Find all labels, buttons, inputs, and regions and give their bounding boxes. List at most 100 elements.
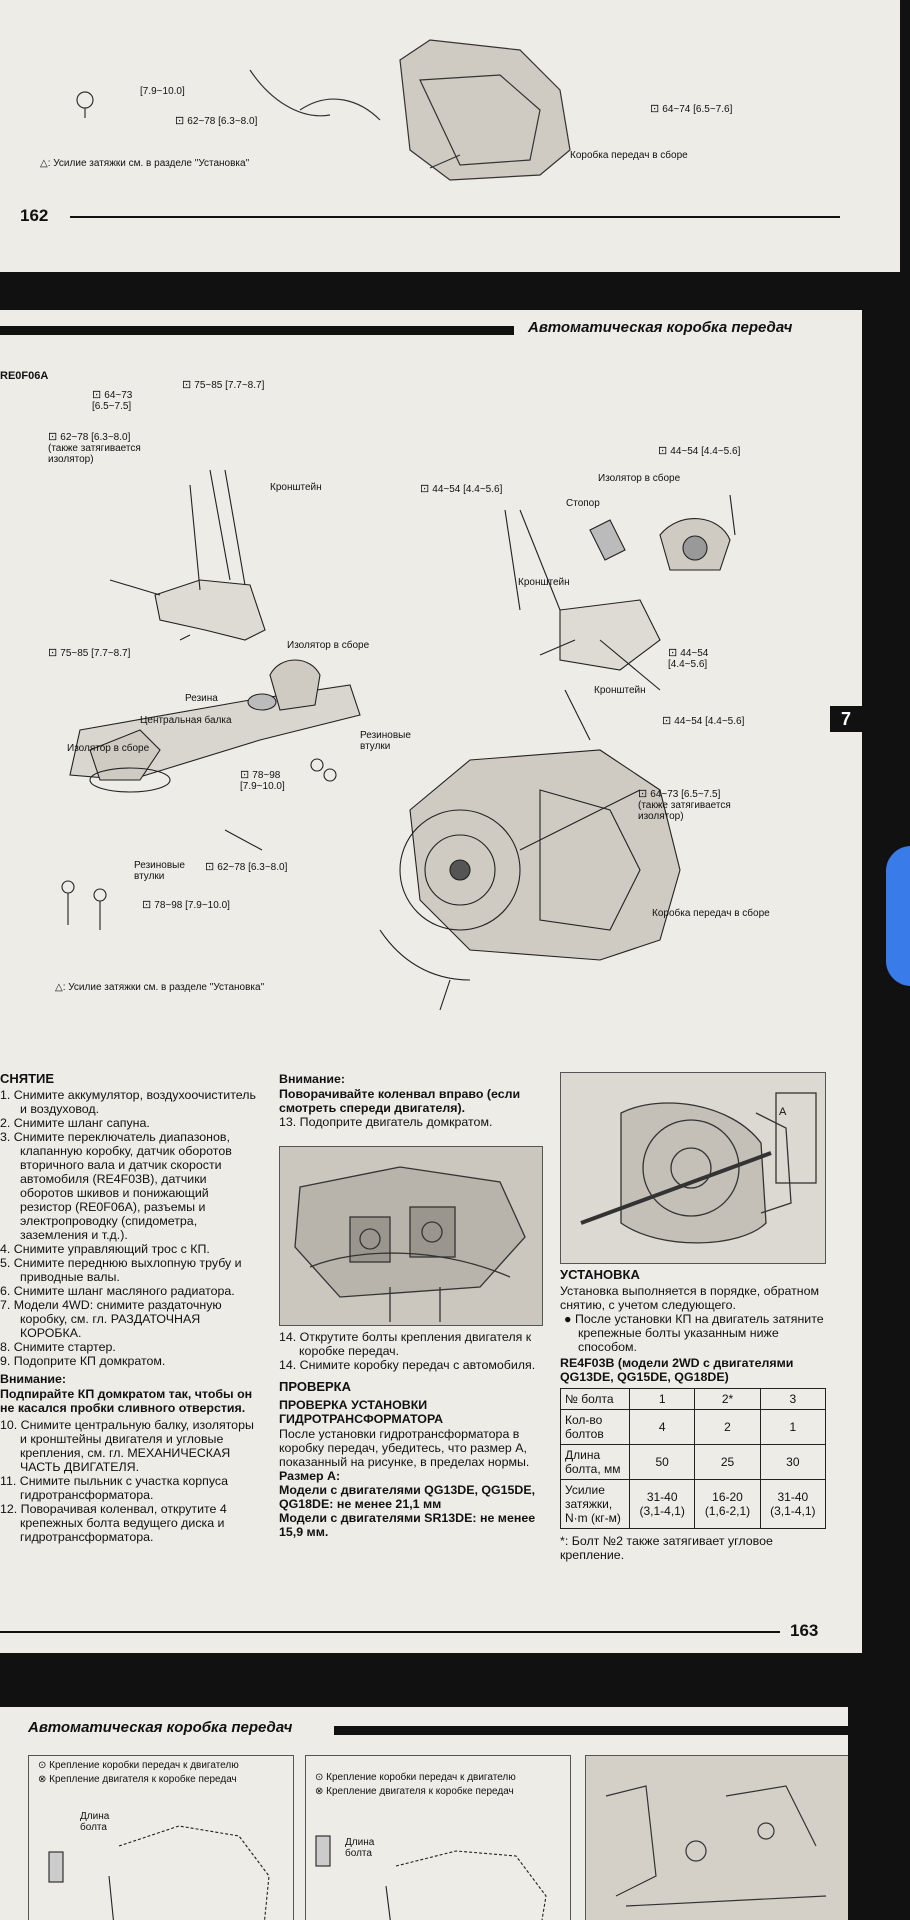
warning-title: Внимание: [279,1072,346,1086]
table-cell: Усилие затяжки, N·m (кг-м) [560,1479,630,1529]
table-footnote: *: Болт №2 также затягивает угловое креп… [560,1534,773,1562]
torque-label: 62~78 [6.3~8.0] (также затягивается изол… [48,432,141,465]
list-item: 6. Снимите шланг масляного радиатора. [0,1284,235,1298]
legend-line: ⊗ Крепление двигателя к коробке передач [315,1786,514,1797]
list-item: 12. Поворачивая коленвал, открутите 4 кр… [0,1502,227,1544]
table-cell: 2* [694,1388,761,1410]
table-row: Кол-во болтов 4 2 1 [560,1409,827,1445]
part-label: Центральная балка [140,715,232,726]
legend-line: ⊙ Крепление коробки передач к двигателю [315,1772,516,1783]
engine-photo [279,1146,543,1326]
part-label: Стопор [566,498,600,509]
page-header: Автоматическая коробка передач [28,1719,293,1736]
removal-title: СНЯТИЕ [0,1071,55,1086]
table-cell: 31-40 (3,1-4,1) [628,1479,696,1529]
warning-title: Внимание: [0,1372,67,1386]
list-item: 14. Снимите коробку передач с автомобиля… [279,1358,536,1372]
size-title: Размер А: [279,1469,341,1483]
bolt-length-label: Длина болта [80,1811,110,1833]
list-item: 3. Снимите переключатель диапазонов, кла… [0,1130,232,1242]
table-cell: 16-20 (1,6-2,1) [694,1479,761,1529]
header-bar [334,1726,848,1735]
warning-text: Поворачивайте коленвал вправо (если смот… [279,1087,521,1115]
torque-label: 62~78 [6.3~8.0] [205,862,287,873]
bolt-diagram-2 [305,1755,571,1920]
transmission-photo [585,1755,848,1920]
page-number: 163 [790,1621,819,1640]
table-cell: 25 [694,1444,761,1480]
list-item: 10. Снимите центральную балку, изоляторы… [0,1418,254,1474]
list-item: 1. Снимите аккумулятор, воздухоочистител… [0,1088,256,1116]
bolt-diagram-1 [28,1755,294,1920]
bolt-length-label: Длина болта [345,1837,375,1859]
install-column: УСТАНОВКА Установка выполняется в порядк… [560,1267,827,1562]
torque-label: 75~85 [7.7~8.7] [182,380,264,391]
bolt-diagram-2-image [315,1835,547,1920]
torque-label: 44~54 [4.4~5.6] [420,484,502,495]
size-text: Модели с двигателями SR13DE: не менее 15… [279,1511,536,1539]
check-column: Внимание: Поворачивайте коленвал вправо … [279,1072,543,1129]
table-row: Длина болта, мм 50 25 30 [560,1444,827,1480]
part-label: Изолятор в сборе [67,743,150,754]
bolt-table: № болта 1 2* 3 Кол-во болтов 4 2 1 Длина… [560,1388,827,1529]
engine-photo-image [280,1147,542,1325]
list-item: 11. Снимите пыльник с участка корпуса ги… [0,1474,228,1502]
list-item: 9. Подоприте КП домкратом. [0,1354,166,1368]
list-item: 7. Модели 4WD: снимите раздаточную короб… [0,1298,222,1340]
list-item: 8. Снимите стартер. [0,1340,116,1354]
page-164: Автоматическая коробка передач ⊙ Креплен… [0,1707,848,1920]
table-cell: 1 [759,1409,827,1445]
install-text: Установка выполняется в порядке, обратно… [560,1284,820,1312]
transmission-diagram-top [76,39,571,181]
install-title: УСТАНОВКА [560,1267,640,1282]
check-column-2: 14. Открутите болты крепления двигателя … [279,1330,543,1539]
torque-label: [7.9~10.0] [140,86,185,97]
table-cell: 30 [759,1444,827,1480]
torque-label: 44~54 [4.4~5.6] [662,716,744,727]
part-label: Резиновые втулки [134,860,185,882]
part-label: Коробка передач в сборе [570,150,688,161]
part-label: Резиновые втулки [360,730,411,752]
converter-photo: A [560,1072,826,1264]
page-number: 162 [20,206,49,225]
torque-note: △: Усилие затяжки см. в разделе "Установ… [55,982,265,993]
bullet-text: После установки КП на двигатель затяните… [574,1312,824,1354]
torque-label: 62~78 [6.3~8.0] [175,116,257,127]
side-scroll-button[interactable] [886,846,910,986]
transmission-photo-image [586,1756,848,1920]
chapter-tab: 7 [830,706,862,732]
torque-label: 75~85 [7.7~8.7] [48,648,130,659]
torque-label: 78~98 [7.9~10.0] [142,900,230,911]
torque-label: 64~74 [6.5~7.6] [650,104,732,115]
legend-line: ⊗ Крепление двигателя к коробке передач [38,1774,237,1785]
check-subtitle: ПРОВЕРКА УСТАНОВКИ ГИДРОТРАНСФОРМАТОРА [279,1398,444,1426]
table-cell: 31-40 (3,1-4,1) [759,1479,827,1529]
section-subtitle: RE0F06A [0,370,49,382]
check-text: После установки гидротрансформатора в ко… [279,1427,530,1469]
svg-text:A: A [779,1106,787,1118]
list-item: 2. Снимите шланг сапуна. [0,1116,150,1130]
footer-rule [0,1631,780,1633]
part-label: Коробка передач в сборе [652,908,770,919]
removal-steps: 1. Снимите аккумулятор, воздухоочистител… [0,1088,262,1368]
torque-label: 64~73 [6.5~7.5] [92,390,132,412]
page-163: Автоматическая коробка передач RE0F06A [0,310,862,1653]
footer-rule [70,216,840,218]
bolt-diagram-1-image [48,1825,270,1920]
torque-label: 78~98 [7.9~10.0] [240,770,285,792]
table-cell: 1 [628,1388,696,1410]
mounting-diagram [61,469,736,1011]
check-title: ПРОВЕРКА [279,1379,352,1394]
step-text: 13. Подоприте двигатель домкратом. [279,1115,493,1129]
converter-photo-image: A [561,1073,825,1263]
part-label: Резина [185,693,218,704]
table-cell: 4 [628,1409,696,1445]
part-label: Кронштейн [518,577,570,588]
table-title: RE4F03B (модели 2WD с двигателями QG13DE… [560,1356,794,1384]
table-cell: Длина болта, мм [560,1444,630,1480]
torque-label: 64~73 [6.5~7.5] (также затягивается изол… [638,789,731,822]
table-cell: 2 [694,1409,761,1445]
header-bar [0,326,514,335]
torque-label: 44~54 [4.4~5.6] [668,648,708,670]
table-cell: № болта [560,1388,630,1410]
